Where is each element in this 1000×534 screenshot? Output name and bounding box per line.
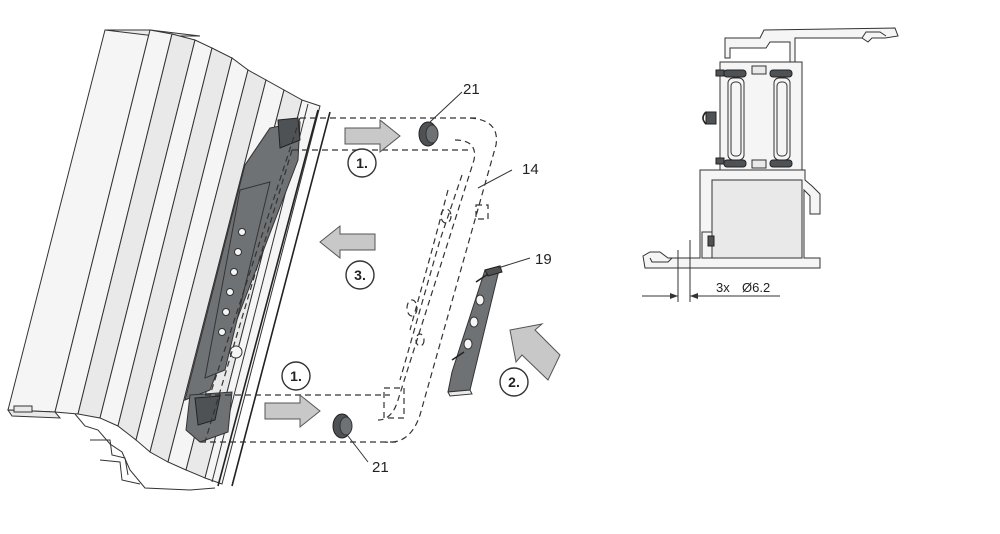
step3-circle: [345, 260, 375, 290]
gasket-strip: [184, 117, 301, 443]
step1-top-circle: [347, 148, 377, 178]
end-cap-bottom: [332, 413, 369, 463]
leader-14: [477, 169, 513, 189]
arrow-step3: [319, 224, 376, 260]
end-cap-top: [418, 91, 463, 147]
step3-label: 3.: [354, 267, 366, 283]
connector-19: [447, 257, 531, 397]
drill-count-label: 3x: [716, 280, 730, 295]
part-label-21-top: 21: [463, 81, 480, 98]
frame-profile: [7, 29, 331, 491]
step1-bottom-label: 1.: [290, 368, 302, 384]
arrow-step1-top: [344, 118, 401, 154]
assembly-guides: [200, 117, 480, 443]
end-piece-14: [377, 117, 498, 443]
part-label-21-bottom: 21: [372, 459, 389, 476]
profile-cross-section: [642, 27, 899, 302]
part-label-19: 19: [535, 251, 552, 268]
step1-top-label: 1.: [356, 155, 368, 171]
drill-diameter-label: Ø6.2: [742, 280, 770, 295]
arrow-step2: [509, 323, 561, 381]
part-label-14: 14: [522, 161, 539, 178]
arrow-step1-bottom: [264, 393, 321, 429]
step1-bottom-circle: [281, 361, 311, 391]
step2-circle: [499, 367, 529, 397]
step2-label: 2.: [508, 374, 520, 390]
